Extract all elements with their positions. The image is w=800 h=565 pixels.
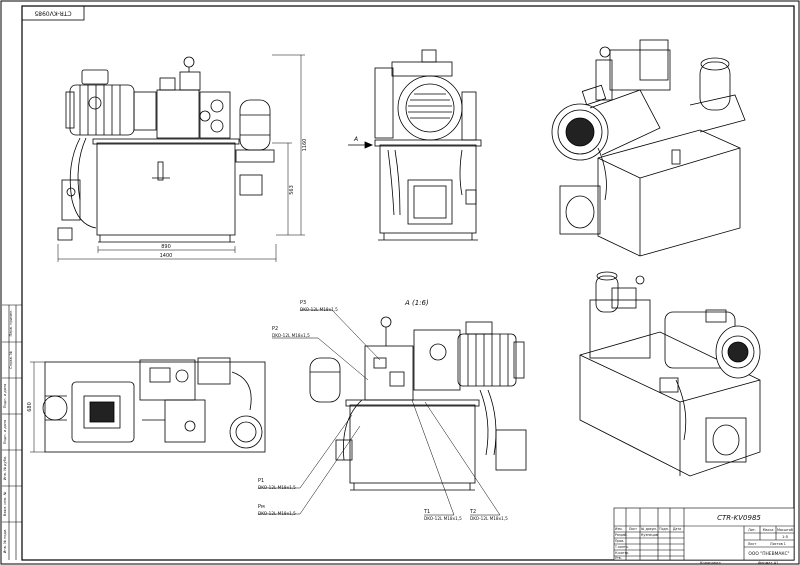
iso-view-top — [551, 39, 746, 257]
front-view-dimensions — [57, 54, 305, 262]
inner-frame — [21, 5, 795, 561]
front-view — [57, 56, 275, 243]
section-view — [309, 316, 527, 491]
title-block — [613, 507, 795, 561]
left-binding-strip — [2, 304, 22, 560]
iso-view-bottom — [579, 271, 761, 477]
view-arrow — [348, 141, 374, 149]
plan-view-dimensions — [30, 361, 45, 453]
plan-view — [42, 357, 266, 453]
side-view — [374, 49, 482, 241]
port-leaders — [258, 309, 501, 516]
